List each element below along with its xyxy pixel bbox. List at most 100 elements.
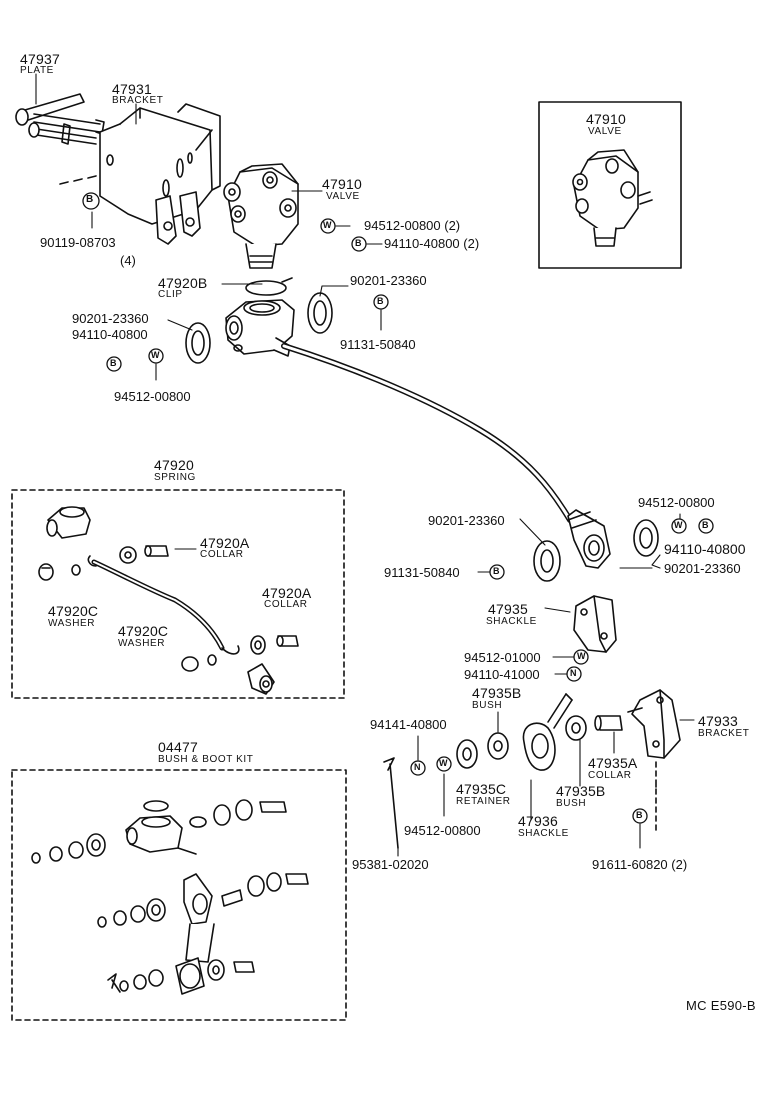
- nut-94110-b-number: 94110-40800: [72, 327, 148, 342]
- pivot-housing-drawing: [225, 299, 295, 357]
- valve-inset-part-number: 47910: [586, 111, 626, 127]
- plate-part-name: PLATE: [20, 65, 54, 76]
- valve-main-part-number: 47910: [322, 176, 362, 192]
- shackle-low-drawing: [522, 693, 573, 771]
- valve-main-part-name: VALVE: [326, 191, 360, 202]
- seal-drawing: [185, 322, 211, 364]
- symbol-w-icon: [573, 649, 589, 665]
- cotter-pin-drawing: [383, 757, 399, 849]
- bracket-top-part-number: 47931: [112, 81, 152, 97]
- shackle-top-drawing: [573, 595, 617, 653]
- symbol-b-icon: [698, 518, 714, 534]
- bolt-90119-number: 90119-08703: [40, 235, 116, 250]
- spring-kit-name: SPRING: [154, 472, 196, 483]
- collar-a2-part-number: 47920A: [262, 585, 312, 601]
- shackle-low-part-name: SHACKLE: [518, 828, 569, 839]
- symbol-n-icon: [566, 666, 582, 682]
- diagram-reference: MC E590-B: [686, 998, 756, 1013]
- bracket-top-drawing: [59, 103, 221, 245]
- symbol-b-icon: [106, 356, 122, 372]
- washer-c2-part-number: 47920C: [118, 623, 169, 639]
- washer-94512-c-number: 94512-00800: [638, 495, 715, 510]
- retainer-drawing: [456, 739, 478, 769]
- washer-94512-d-number: 94512-01000: [464, 650, 541, 665]
- seal-drawing: [533, 540, 561, 582]
- bush-b1-part-name: BUSH: [472, 700, 503, 711]
- clip-part-name: CLIP: [158, 289, 183, 300]
- seal-d-number: 90201-23360: [428, 513, 505, 528]
- shackle-low-part-number: 47936: [518, 813, 558, 829]
- bracket-low-drawing: [627, 689, 681, 759]
- symbol-w-icon: [148, 348, 164, 364]
- collar-a1-part-number: 47920A: [200, 535, 250, 551]
- nut-94110-d-number: 94110-41000: [464, 667, 540, 682]
- nut-94110-c-number: 94110-40800: [664, 541, 746, 557]
- bolt-91131-a-number: 91131-50840: [340, 337, 416, 352]
- collar-35a-part-number: 47935A: [588, 755, 638, 771]
- bush-b2-part-name: BUSH: [556, 798, 587, 809]
- valve-inset-drawing: [572, 149, 653, 247]
- nut-94141-number: 94141-40800: [370, 717, 447, 732]
- clip-drawing: [245, 280, 287, 296]
- plate-drawing: [15, 93, 105, 145]
- spring-kit-contents: [38, 506, 299, 695]
- spring-kit-frame: [11, 489, 345, 699]
- seal-a-number: 90201-23360: [350, 273, 427, 288]
- seal-b-number: 90201-23360: [72, 311, 149, 326]
- pin-95381-number: 95381-02020: [352, 857, 429, 872]
- bush-drawing: [565, 715, 587, 741]
- spring-kit-number: 47920: [154, 457, 194, 473]
- washer-94512-b-number: 94512-00800: [114, 389, 191, 404]
- collar-a1-part-name: COLLAR: [200, 549, 244, 560]
- seal-drawing: [633, 519, 659, 557]
- washer-94512-e-number: 94512-00800: [404, 823, 481, 838]
- symbol-b-icon: [82, 192, 100, 210]
- bolt-90119-qty: (4): [120, 253, 136, 268]
- nut-94110-a-symbol: B: [355, 238, 362, 248]
- washer-94512-a-symbol: W: [323, 220, 332, 230]
- valve-inset-part-name: VALVE: [588, 126, 622, 137]
- symbol-b-icon: [373, 294, 389, 310]
- washer-94512-a-number: 94512-00800 (2): [364, 218, 461, 233]
- bolt-91131-b-number: 91131-50840: [384, 565, 460, 580]
- washer-c1-part-number: 47920C: [48, 603, 99, 619]
- collar-a2-part-name: COLLAR: [264, 599, 308, 610]
- washer-c1-part-name: WASHER: [48, 618, 96, 629]
- plate-part-number: 47937: [20, 51, 60, 67]
- symbol-b-icon: [489, 564, 505, 580]
- bush-kit-contents: [31, 799, 309, 995]
- clip-part-number: 47920B: [158, 275, 208, 291]
- bolt-91131-b-symbol: B: [493, 566, 500, 576]
- nut-94110-c-symbol: B: [702, 520, 709, 530]
- retainer-part-name: RETAINER: [456, 796, 511, 807]
- collar-35a-part-name: COLLAR: [588, 770, 632, 781]
- washer-94512-d-symbol: W: [577, 651, 586, 661]
- bush-b1-part-number: 47935B: [472, 685, 522, 701]
- nut-94110-d-symbol: N: [570, 668, 577, 678]
- retainer-part-number: 47935C: [456, 781, 507, 797]
- symbol-w-icon: [436, 756, 452, 772]
- bolt-90119-symbol: B: [86, 194, 94, 205]
- bracket-low-part-number: 47933: [698, 713, 738, 729]
- spring-rod-drawing: [281, 343, 611, 569]
- bolt-91611-symbol: B: [636, 810, 643, 820]
- bush-kit-name: BUSH & BOOT KIT: [158, 754, 254, 765]
- symbol-b-icon: [632, 808, 648, 824]
- symbol-b-icon: [351, 236, 367, 252]
- fastener-symbols: [82, 192, 714, 824]
- bolt-91131-a-symbol: B: [377, 296, 384, 306]
- nut-94141-symbol: N: [414, 762, 421, 772]
- washer-94512-c-symbol: W: [674, 520, 683, 530]
- washer-94512-b-symbol: W: [151, 350, 160, 360]
- washer-94512-e-symbol: W: [439, 758, 448, 768]
- valve-main-drawing: [223, 163, 299, 269]
- symbol-w-icon: [320, 218, 336, 234]
- bracket-low-part-name: BRACKET: [698, 728, 750, 739]
- shackle-top-part-name: SHACKLE: [486, 616, 537, 627]
- shackle-top-part-number: 47935: [488, 601, 528, 617]
- washer-c2-part-name: WASHER: [118, 638, 166, 649]
- leader-lines: [35, 73, 695, 857]
- bush-kit-number: 04477: [158, 739, 198, 755]
